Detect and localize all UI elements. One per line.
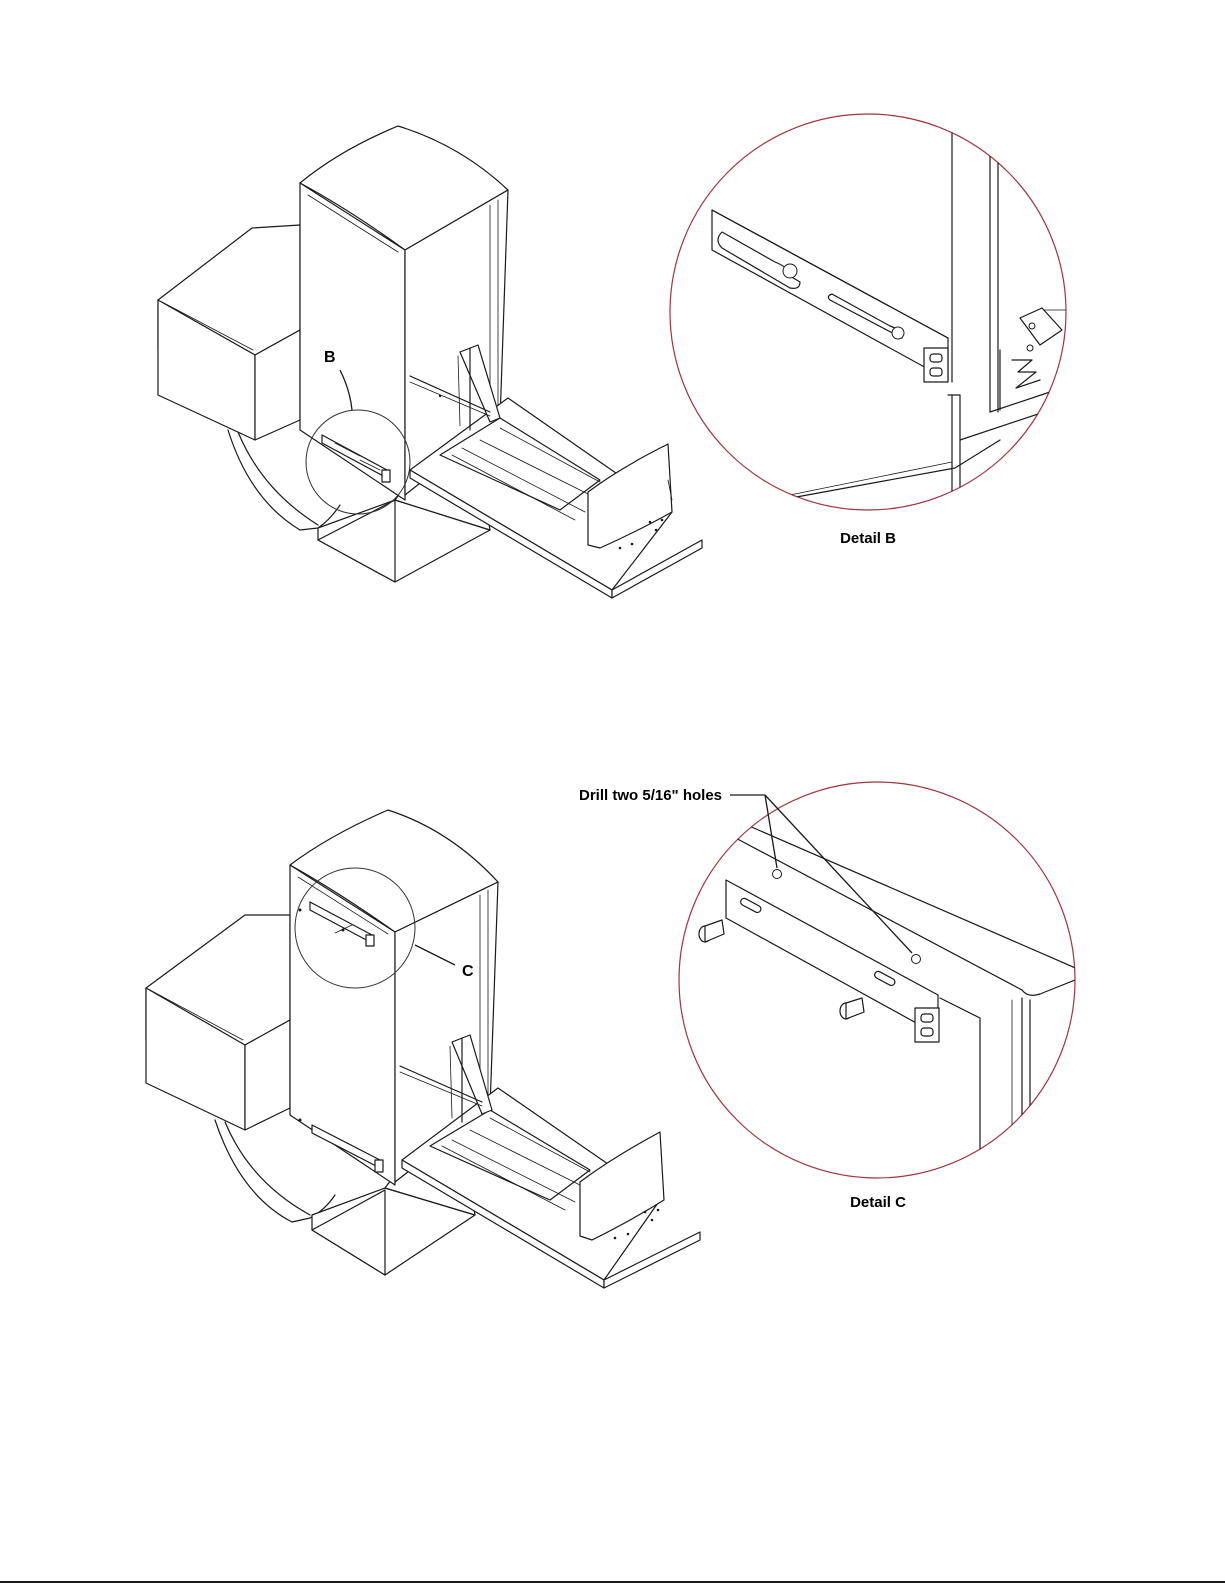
detail-c-bracket bbox=[726, 880, 938, 1035]
callout-label-c: C bbox=[462, 963, 474, 980]
detail-b-hole bbox=[783, 264, 797, 278]
bottom-side-box bbox=[146, 915, 290, 1130]
top-assembly: B bbox=[158, 126, 702, 598]
detail-c-drill-hole-1 bbox=[773, 870, 782, 879]
detail-c-drill-hole-2 bbox=[912, 955, 921, 964]
drill-note: Drill two 5/16" holes bbox=[579, 787, 722, 804]
detail-c-caption: Detail C bbox=[850, 1194, 906, 1211]
top-side-box bbox=[158, 225, 300, 440]
detail-c-bolt-1 bbox=[699, 920, 724, 942]
detail-b-caption: Detail B bbox=[840, 530, 896, 547]
detail-c-bolt-2 bbox=[840, 998, 864, 1019]
detail-b: Detail B bbox=[670, 110, 1070, 547]
bottom-assembly: C bbox=[146, 810, 700, 1288]
callout-label-b: B bbox=[324, 349, 336, 366]
